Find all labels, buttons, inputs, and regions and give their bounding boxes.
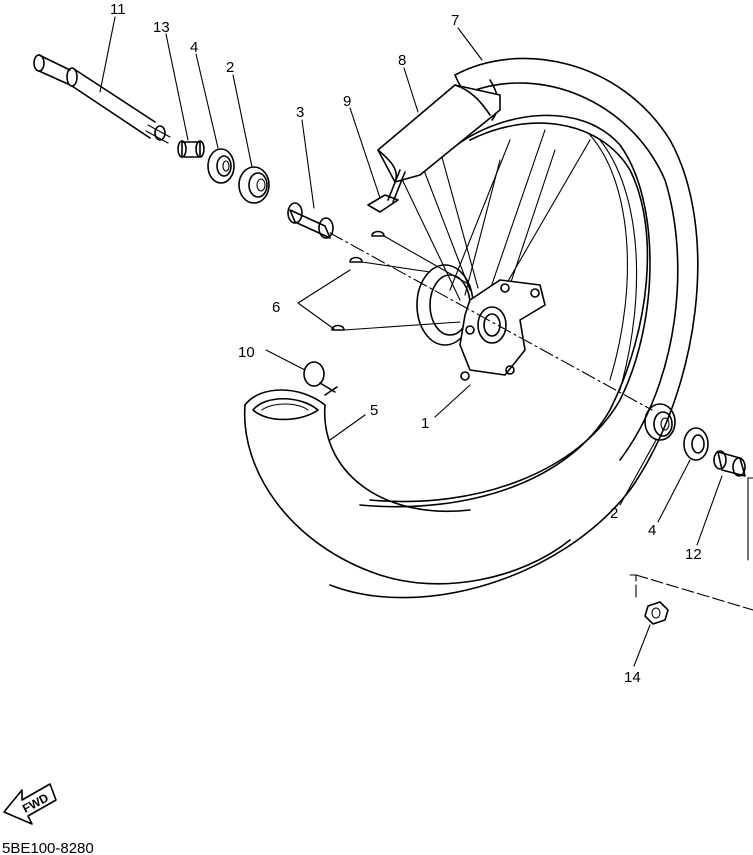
callout-10: 10: [238, 344, 255, 361]
callout-leaders: [99, 16, 723, 667]
tube-part-5: [243, 389, 571, 585]
right-edge-bracket: [747, 477, 753, 561]
rim-lock-part-9: [367, 169, 406, 213]
callout-2-left: 2: [226, 59, 234, 76]
rivets-part-6: [331, 230, 471, 331]
nut-part-14: [644, 601, 669, 625]
callout-6: 6: [272, 299, 280, 316]
callout-labels: 11 13 4 2 3 9 8 7 6 10 5 1 2 4 12 14: [110, 1, 702, 686]
oil-seal-right-part-4: [683, 427, 709, 461]
diagram-code: 5BE100-8280: [2, 840, 94, 855]
nut-bracket-line: [629, 574, 753, 611]
callout-5: 5: [370, 402, 378, 419]
callout-8: 8: [398, 52, 406, 69]
axle-part-11: [33, 54, 171, 144]
oil-seal-left-part-4: [207, 148, 235, 184]
callout-1: 1: [421, 415, 429, 432]
axle-center-line: [329, 232, 653, 411]
wheel-rim: [359, 114, 651, 508]
callout-4-left: 4: [190, 39, 198, 56]
spacer-part-3: [287, 202, 334, 239]
callout-2-right: 2: [610, 505, 618, 522]
collar-part-13: [177, 140, 205, 158]
valve-part-10: [303, 361, 338, 396]
callout-13: 13: [153, 19, 170, 36]
callout-4-right: 4: [648, 522, 656, 539]
callout-11: 11: [110, 1, 126, 18]
bearing-right-part-2: [644, 403, 676, 441]
bearing-left-part-2: [238, 166, 270, 204]
callout-3: 3: [296, 104, 304, 121]
callout-9: 9: [343, 93, 351, 110]
callout-12: 12: [685, 546, 702, 563]
fwd-direction-arrow: FWD: [3, 783, 57, 825]
callout-14: 14: [624, 669, 641, 686]
hub-part-1: [416, 264, 546, 381]
collar-part-12: [713, 450, 746, 477]
callout-7: 7: [451, 12, 459, 29]
rim-band-part-8: [377, 84, 501, 183]
wheel-spokes: [399, 129, 591, 301]
